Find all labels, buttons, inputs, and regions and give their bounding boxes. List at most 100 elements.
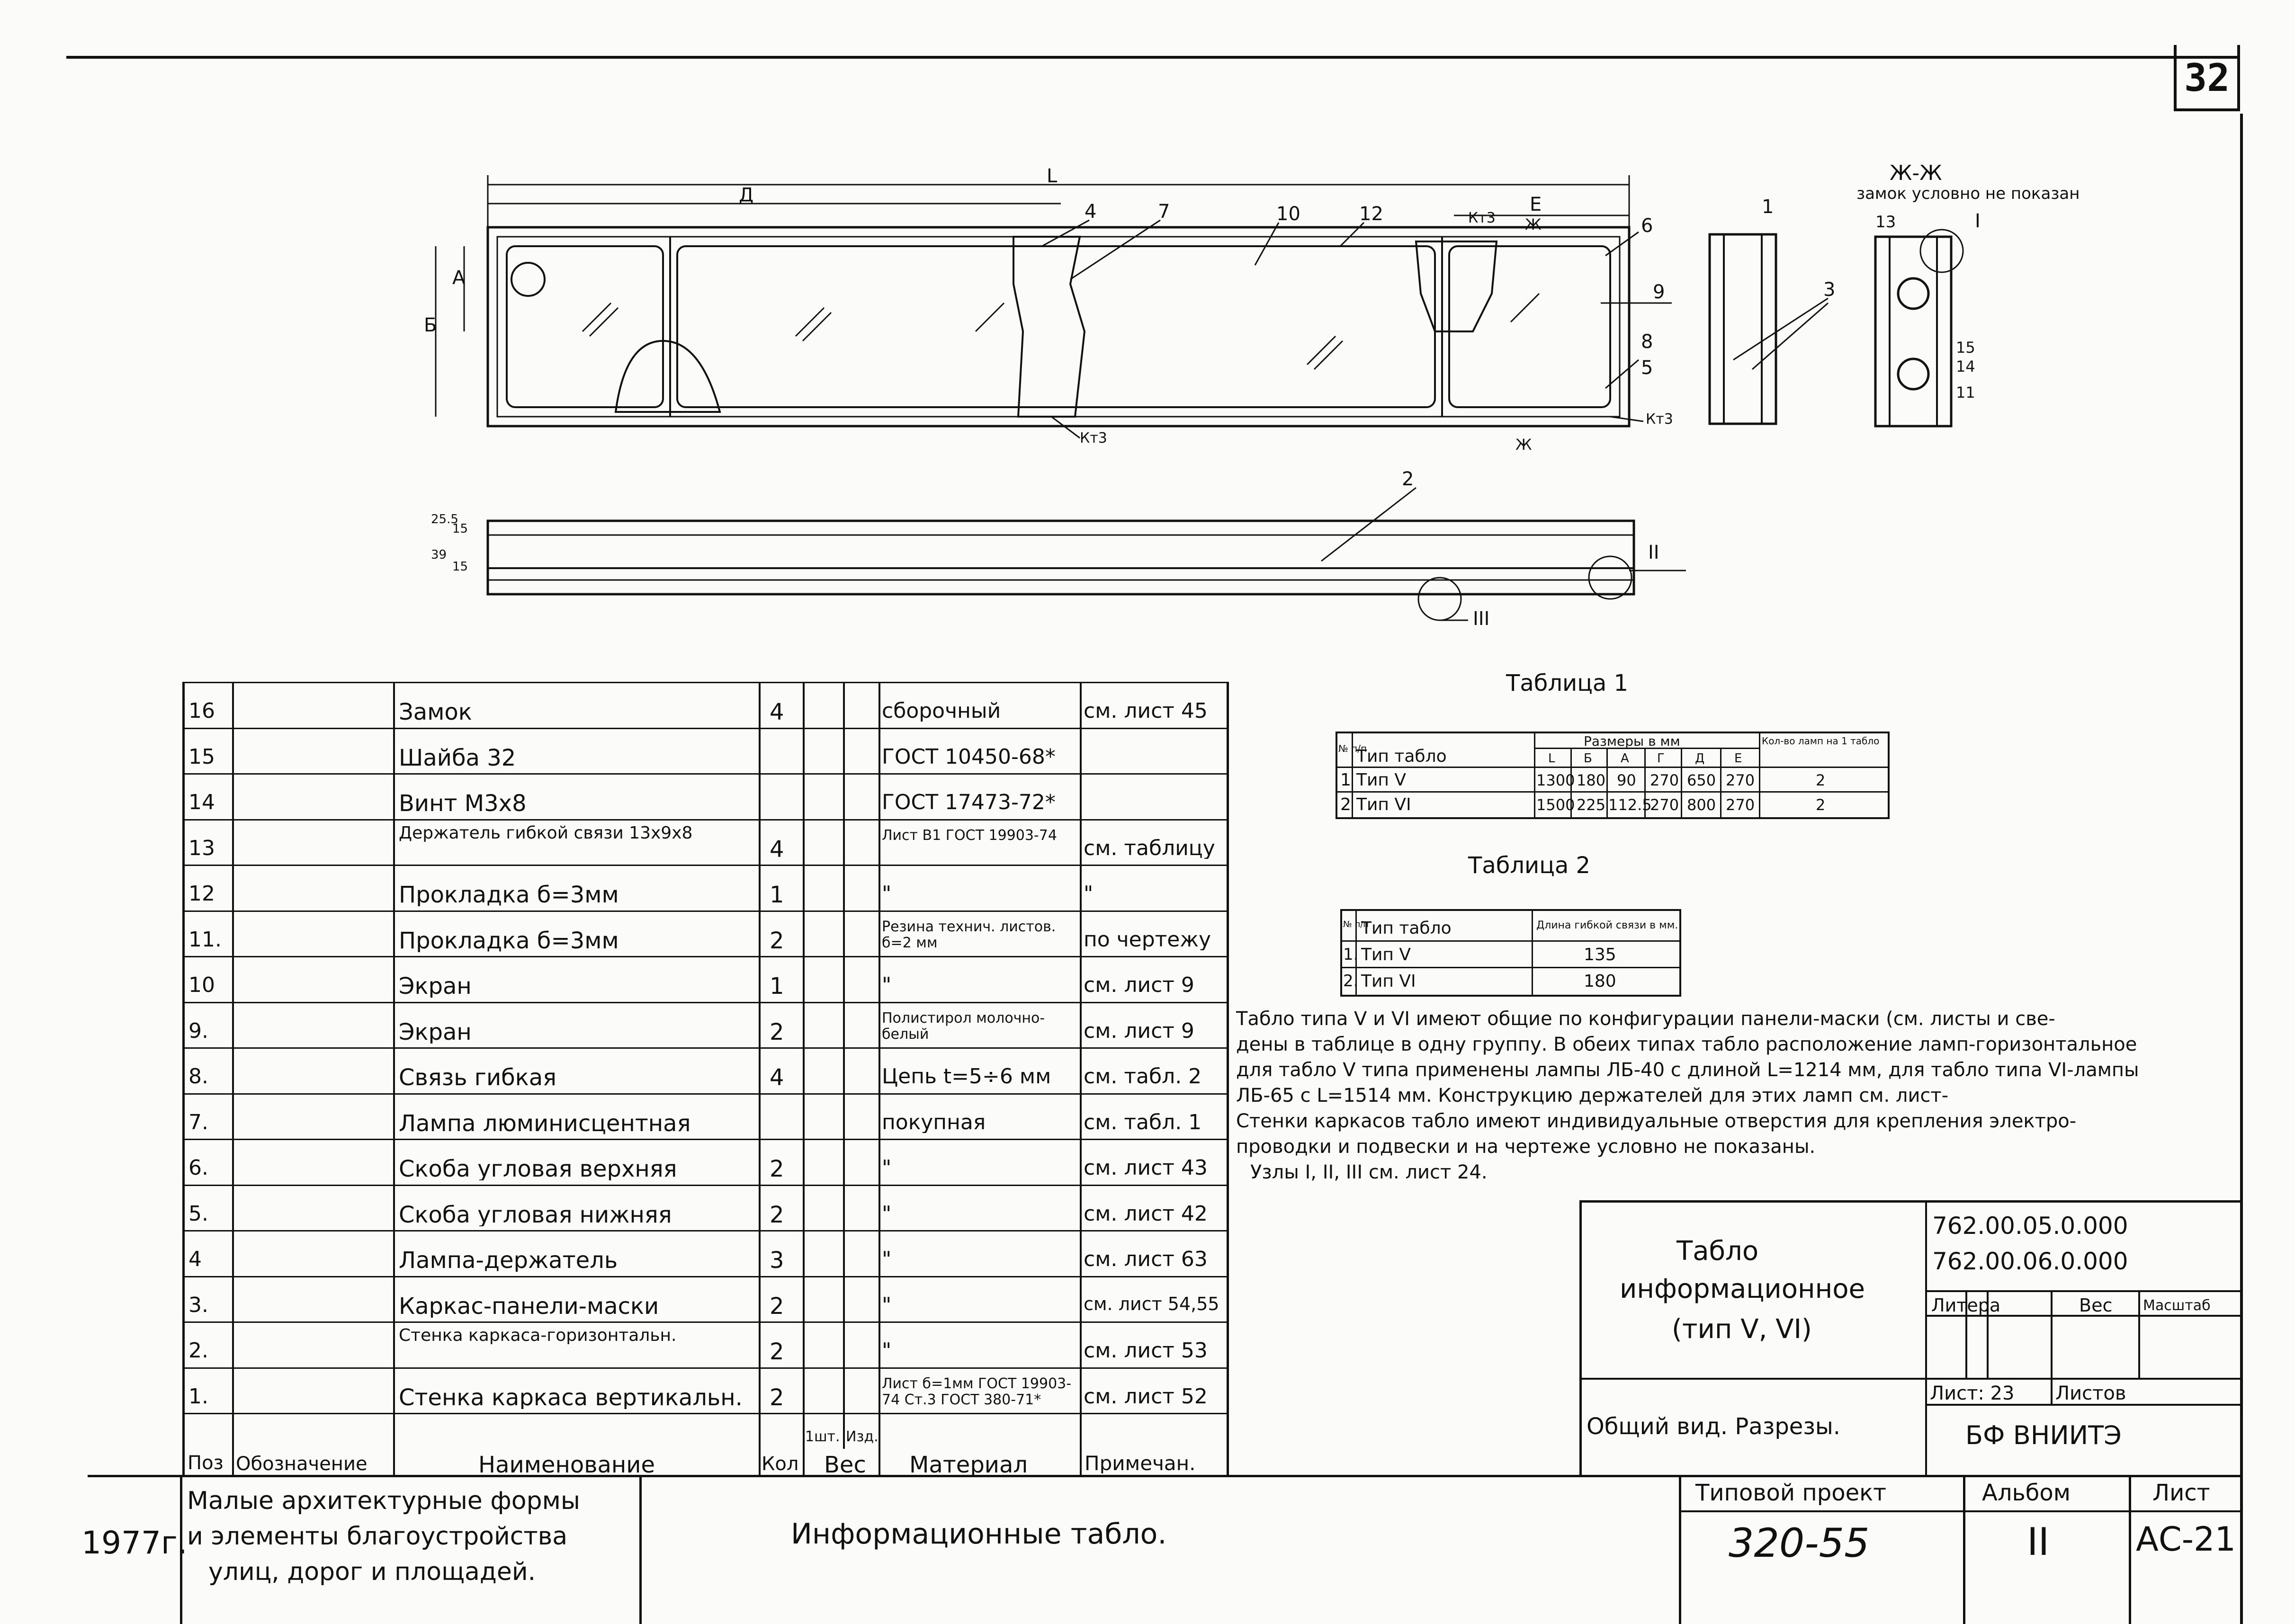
- spec-row-pos: 13: [188, 838, 215, 859]
- stamp-list-value: АС-21: [2136, 1520, 2236, 1559]
- table1-r2-L: 1500: [1536, 796, 1575, 814]
- section-title: Ж-Ж: [1890, 161, 1942, 185]
- dim-15-b: 15: [452, 560, 468, 574]
- table1-r1-type: Тип V: [1356, 770, 1406, 790]
- spec-row-note: см. лист 9: [1084, 1020, 1194, 1042]
- spec-row-pos: 5.: [188, 1203, 208, 1224]
- title-sheets: Листов: [2055, 1383, 2126, 1404]
- spec-row-material: Цепь t=5÷6 мм: [882, 1066, 1051, 1087]
- table2-r1-type: Тип V: [1361, 945, 1411, 964]
- table2-r1-no: 1.: [1343, 945, 1359, 964]
- spec-row-qty: 4: [770, 1066, 784, 1089]
- spec-row-material: Резина технич. листов. б=2 мм: [882, 919, 1056, 951]
- spec-row-name: Каркас-панели-маски: [399, 1294, 659, 1318]
- table1-r2-A: 112.5: [1608, 796, 1652, 814]
- callout-node-II: II: [1648, 542, 1659, 563]
- title-code-1: 762.00.05.0.000: [1932, 1212, 2128, 1240]
- spec-row-qty: 2: [770, 1203, 784, 1226]
- stamp-album-line: [1963, 1475, 1965, 1624]
- table2-r2-no: 2.: [1343, 972, 1359, 990]
- spec-row-note: см. лист 54,55: [1084, 1294, 1219, 1313]
- spec-row-name: Связь гибкая: [399, 1066, 557, 1089]
- table1-r1-no: 1: [1340, 770, 1351, 790]
- spec-row-name: Лампа-держатель: [399, 1249, 618, 1272]
- spec-h-material: Материал: [909, 1454, 1028, 1476]
- spec-row-pos: 16: [188, 701, 215, 722]
- stamp-series-3: улиц, дорог и площадей.: [208, 1558, 536, 1586]
- spec-h-qty: Кол: [762, 1454, 799, 1473]
- stamp-series-line: [639, 1475, 642, 1624]
- stamp-series-1: Малые архитектурные формы: [187, 1487, 580, 1515]
- table1-sh-3: Г: [1657, 751, 1665, 766]
- spec-row-name: Экран: [399, 1020, 472, 1044]
- table1-sh-0: L: [1548, 751, 1555, 766]
- stamp-project-value: 320-55: [1729, 1520, 1870, 1566]
- callout-15: 15: [1956, 339, 1975, 357]
- dim-15-a: 15: [452, 522, 468, 536]
- spec-row-material: ": [882, 1158, 892, 1178]
- title-masshtab: Масштаб: [2143, 1297, 2211, 1314]
- spec-row-material: сборочный: [882, 701, 1001, 722]
- title-block: Табло информационное (тип V, VI) 762.00.…: [1579, 1200, 2242, 1477]
- spec-row-pos: 9.: [188, 1020, 208, 1042]
- dim-25-5: 25.5: [431, 512, 458, 526]
- spec-row-pos: 6.: [188, 1158, 208, 1178]
- spec-row-qty: 2: [770, 1386, 784, 1409]
- sheet-number-box: [2174, 45, 2240, 111]
- spec-row-note: см. табл. 1: [1084, 1112, 1202, 1133]
- spec-row-material: Лист В1 ГОСТ 19903-74: [882, 827, 1057, 844]
- callout-zh-a: Ж: [1525, 215, 1541, 233]
- table1-title: Таблица 1: [1506, 670, 1629, 696]
- callout-11: 11: [1956, 384, 1975, 402]
- note-line-1: Табло типа V и VI имеют общие по конфигу…: [1236, 1008, 2055, 1030]
- spec-row-material: Полистирол молочно-белый: [882, 1010, 1045, 1043]
- spec-h-weight: Вес: [824, 1454, 866, 1476]
- table1-r1-E: 270: [1726, 771, 1755, 789]
- callout-E: E: [1530, 194, 1542, 215]
- table1-r1-B: 180: [1577, 771, 1606, 789]
- stamp-album-label: Альбом: [1982, 1480, 2071, 1506]
- spec-row-material: ГОСТ 17473-72*: [882, 792, 1056, 813]
- callout-A: A: [452, 267, 466, 289]
- callout-8: 8: [1641, 331, 1653, 353]
- spec-row-note: по чертежу: [1084, 929, 1211, 950]
- spec-row-material: ": [882, 1294, 892, 1316]
- spec-row-qty: 4: [770, 701, 784, 723]
- title-code-2: 762.00.06.0.000: [1932, 1248, 2128, 1275]
- spec-row-note: см. таблицу: [1084, 838, 1215, 859]
- spec-row-pos: 10: [188, 975, 215, 996]
- callout-10: 10: [1276, 203, 1300, 225]
- callout-9: 9: [1653, 281, 1665, 303]
- spec-row-note: см. лист 63: [1084, 1249, 1208, 1270]
- spec-row-pos: 14: [188, 792, 215, 813]
- spec-row-name: Экран: [399, 975, 472, 998]
- table2: № п/п Тип табло Длина гибкой связи в мм.…: [1340, 909, 1681, 997]
- table1-r1-L: 1300: [1536, 771, 1575, 789]
- title-view: Общий вид. Разрезы.: [1587, 1413, 1840, 1440]
- spec-row-qty: 1: [770, 883, 784, 906]
- table1-sh-2: А: [1621, 751, 1629, 766]
- table1-h-no: № п/п: [1338, 743, 1367, 754]
- note-line-5: Стенки каркасов табло имеют индивидуальн…: [1236, 1110, 2077, 1132]
- callout-node-I: I: [1975, 210, 1981, 232]
- table1-r2-lamps: 2: [1816, 796, 1826, 814]
- spec-row-pos: 1.: [188, 1386, 208, 1407]
- table1-r1-A: 90: [1617, 771, 1636, 789]
- note-line-3: для табло V типа применены лампы ЛБ-40 с…: [1236, 1059, 2139, 1081]
- callout-zh-b: Ж: [1515, 436, 1532, 454]
- spec-row-pos: 15: [188, 746, 215, 767]
- spec-h-weight-unit: 1шт.: [805, 1430, 840, 1444]
- callout-12: 12: [1359, 203, 1383, 225]
- right-border-line: [2240, 114, 2243, 1624]
- notes-block: Табло типа V и VI имеют общие по конфигу…: [1236, 1006, 2240, 1185]
- spec-row-qty: 3: [770, 1249, 784, 1272]
- stamp-list-line: [2129, 1475, 2131, 1624]
- callout-5: 5: [1641, 357, 1653, 379]
- callout-14: 14: [1956, 357, 1975, 375]
- table1-r2-B: 225: [1577, 796, 1606, 814]
- title-name-1: Табло: [1676, 1236, 1759, 1267]
- stamp-project-line: [1679, 1475, 1681, 1624]
- table1-r2-G: 270: [1650, 796, 1679, 814]
- table2-r1-len: 135: [1584, 945, 1616, 964]
- sheet-number: 32: [2184, 56, 2230, 100]
